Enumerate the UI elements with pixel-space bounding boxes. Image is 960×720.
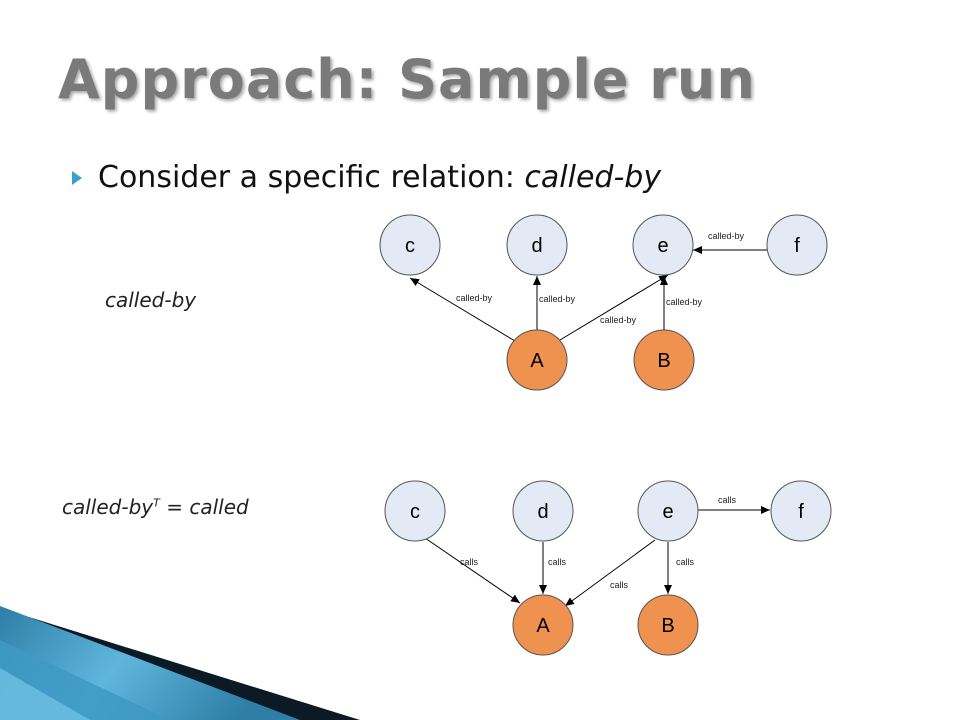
node-A-label: A	[536, 615, 550, 637]
diagram1: called-by called-by called-by called-by …	[379, 214, 828, 391]
diagram2: calls calls calls calls calls c d e f A …	[384, 480, 832, 656]
diagram1-label: called-by	[105, 288, 197, 312]
node-A	[512, 594, 574, 656]
node-c	[384, 480, 446, 542]
bullet-text-emphasis: called-by	[524, 160, 662, 195]
node-e	[637, 480, 699, 542]
node-f	[770, 480, 832, 542]
node-c-label: c	[405, 235, 415, 257]
edge-label-B-e: called-by	[666, 297, 703, 307]
bullet-item: Consider a specific relation: called-by	[72, 160, 661, 195]
diagram2-label-sup: T	[153, 496, 160, 510]
node-B-label: B	[657, 350, 670, 372]
node-B-label: B	[661, 615, 674, 637]
node-d-label: d	[537, 501, 548, 523]
edge-label-d-A: calls	[548, 557, 567, 567]
node-e-label: e	[657, 235, 668, 257]
diagram2-label-tail: = called	[159, 495, 249, 519]
node-f-label: f	[794, 235, 800, 257]
diagram2-label: called-byT = called	[62, 495, 249, 519]
node-e	[632, 214, 694, 276]
node-A	[506, 329, 568, 391]
edge-label-e-A: calls	[610, 580, 629, 590]
node-e-label: e	[662, 501, 673, 523]
corner-decoration	[0, 606, 360, 720]
edge-label-e-B: calls	[676, 557, 695, 567]
edge-A-c	[409, 277, 516, 342]
node-d	[506, 214, 568, 276]
edge-label-A-c: called-by	[456, 293, 493, 303]
bullet-text: Consider a specific relation: called-by	[98, 160, 661, 195]
edge-label-A-d: called-by	[539, 294, 576, 304]
edge-A-e	[559, 274, 669, 341]
edge-label-f-e: called-by	[708, 231, 745, 241]
bullet-arrow-icon	[72, 170, 82, 185]
node-f	[766, 214, 828, 276]
edge-label-e-f: calls	[718, 495, 737, 505]
bullet-text-prefix: Consider a specific relation:	[98, 160, 525, 195]
node-d	[512, 480, 574, 542]
edge-label-c-A: calls	[460, 557, 479, 567]
edge-e-A	[564, 539, 656, 607]
node-f-label: f	[798, 501, 804, 523]
edge-c-A	[424, 537, 521, 604]
node-c-label: c	[410, 501, 420, 523]
edge-label-A-e: called-by	[600, 315, 637, 325]
node-d-label: d	[531, 235, 542, 257]
node-B	[637, 594, 699, 656]
node-c	[379, 214, 441, 276]
node-B	[633, 329, 695, 391]
node-A-label: A	[530, 350, 544, 372]
diagram2-label-base: called-by	[62, 495, 154, 519]
slide-title: Approach: Sample run	[58, 48, 756, 111]
